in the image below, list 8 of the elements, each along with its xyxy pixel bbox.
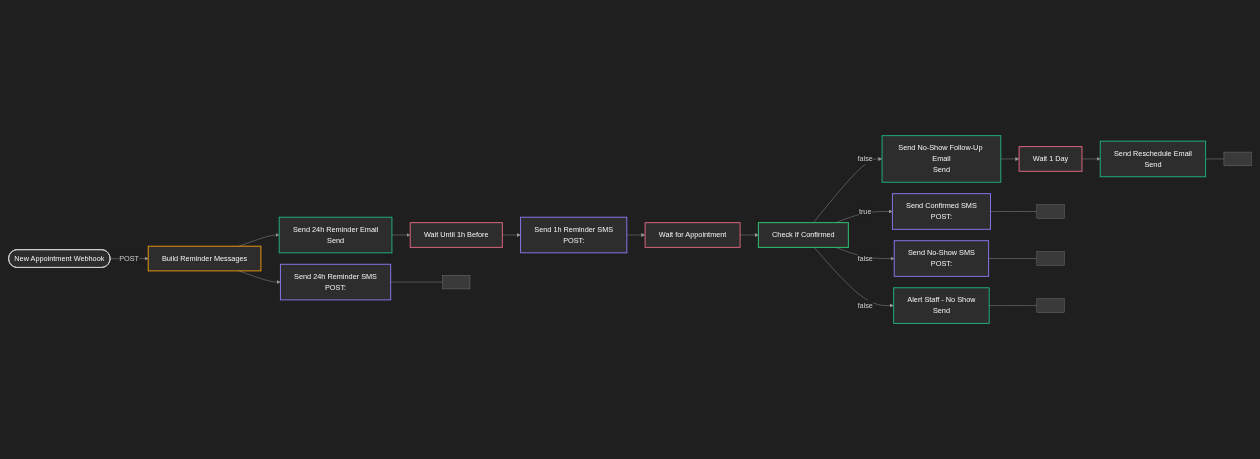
node-box — [1223, 151, 1252, 166]
node-box — [442, 274, 471, 290]
node-box — [1036, 298, 1065, 313]
node-box — [1036, 204, 1065, 219]
connector — [988, 258, 1038, 259]
connector — [988, 305, 1038, 306]
node-box — [1036, 251, 1065, 266]
connector — [990, 211, 1038, 212]
